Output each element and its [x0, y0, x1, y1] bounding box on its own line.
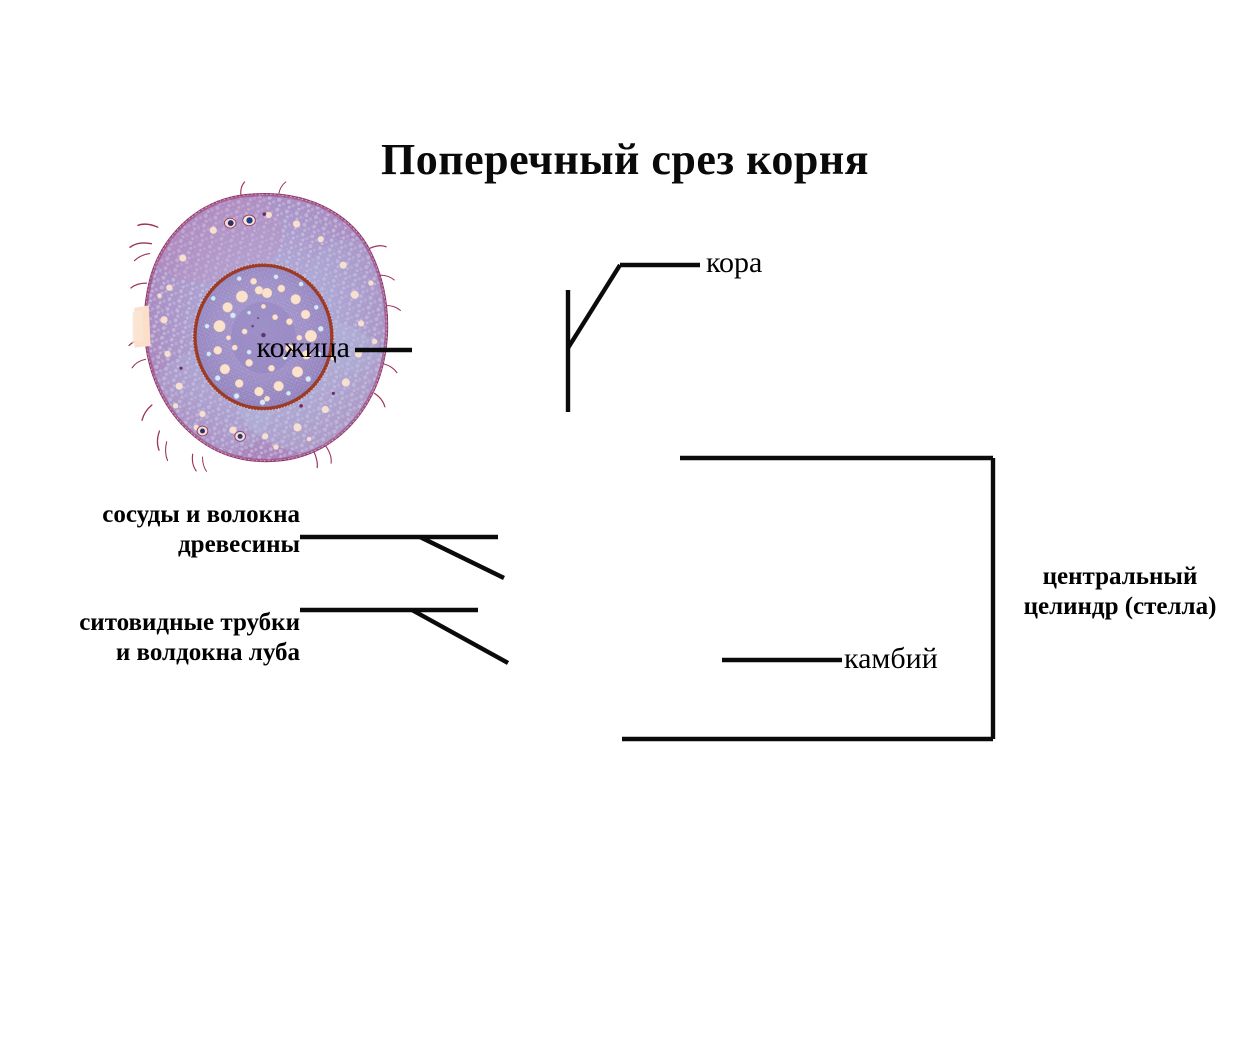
label-stele: центральный целиндр (стелла) [1000, 562, 1240, 621]
bracket-stele [622, 455, 996, 742]
label-cortex: кора [706, 246, 763, 279]
label-cambium: камбий [844, 642, 938, 675]
tannin-cells [179, 212, 335, 442]
root-cross-section-micrograph [128, 181, 402, 472]
label-stele-line2: целиндр (стелла) [1023, 592, 1217, 620]
root-hairs [128, 181, 402, 472]
label-xylem-line2: древесины [178, 530, 300, 558]
label-xylem: сосуды и волокна древесины [20, 500, 300, 559]
page-title: Поперечный срез корня [381, 135, 869, 184]
phloem-groups [204, 274, 324, 406]
label-epidermis: кожица [256, 331, 350, 364]
stele [192, 262, 335, 412]
leader-phloem [300, 607, 510, 665]
leader-cortex [565, 262, 700, 412]
label-phloem-line1: ситовидные трубки [79, 609, 300, 636]
leader-xylem [300, 534, 505, 580]
xylem-vessels [213, 277, 317, 402]
label-stele-line1: центральный [1042, 563, 1198, 590]
label-xylem-line1: сосуды и волокна [102, 501, 300, 528]
label-phloem: ситовидные трубки и волдокна луба [0, 608, 300, 667]
label-phloem-line2: и волдокна луба [115, 638, 300, 666]
